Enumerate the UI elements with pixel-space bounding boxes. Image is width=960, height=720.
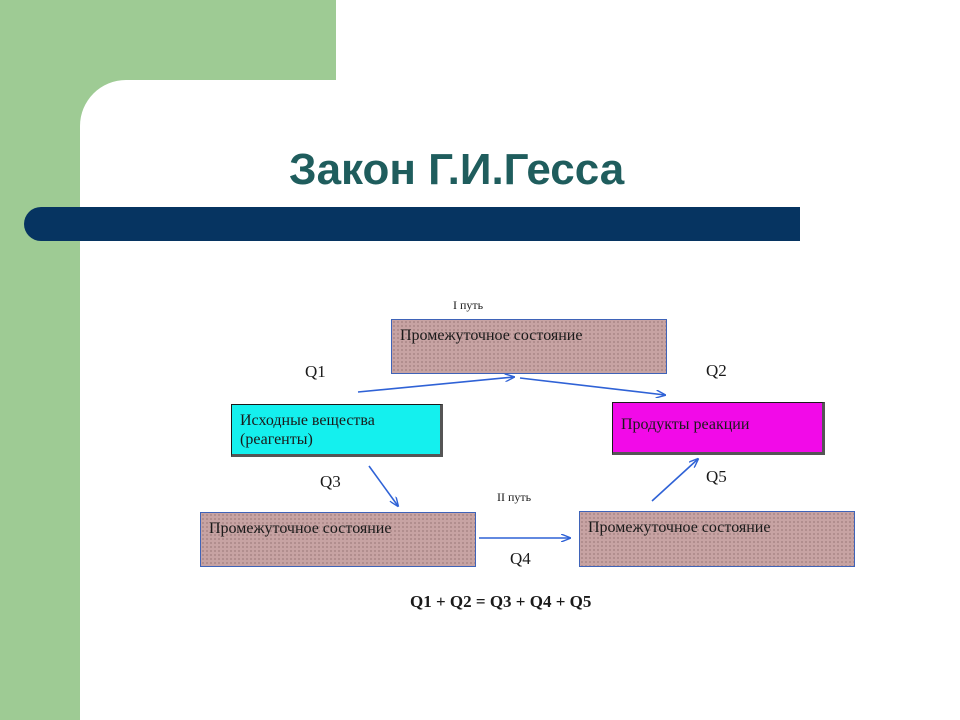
- heat-q2-label: Q2: [706, 361, 727, 380]
- box-products: Продукты реакции: [612, 402, 825, 455]
- slide-title: Закон Г.И.Гесса: [289, 145, 625, 194]
- hess-equation: Q1 + Q2 = Q3 + Q4 + Q5: [410, 592, 592, 611]
- heat-q5-label: Q5: [706, 467, 727, 486]
- content-card: [80, 80, 960, 720]
- arrow-q3: [368, 465, 398, 506]
- arrow-q5: [651, 459, 698, 502]
- path-1-label: I путь: [453, 298, 484, 312]
- arrow-q1: [357, 377, 514, 393]
- box-bottom-right-intermediate-state: Промежуточное состояние: [579, 511, 855, 567]
- title-underline-bar: [24, 207, 800, 241]
- heat-q1-label: Q1: [305, 362, 326, 381]
- box-reagents: Исходные вещества (реагенты): [231, 404, 443, 457]
- heat-q4-label: Q4: [510, 549, 531, 568]
- heat-q3-label: Q3: [320, 472, 341, 491]
- box-bottom-left-intermediate-state: Промежуточное состояние: [200, 512, 476, 567]
- path-2-label: II путь: [497, 490, 532, 504]
- arrow-q2: [519, 377, 665, 395]
- box-top-intermediate-state: Промежуточное состояние: [391, 319, 667, 374]
